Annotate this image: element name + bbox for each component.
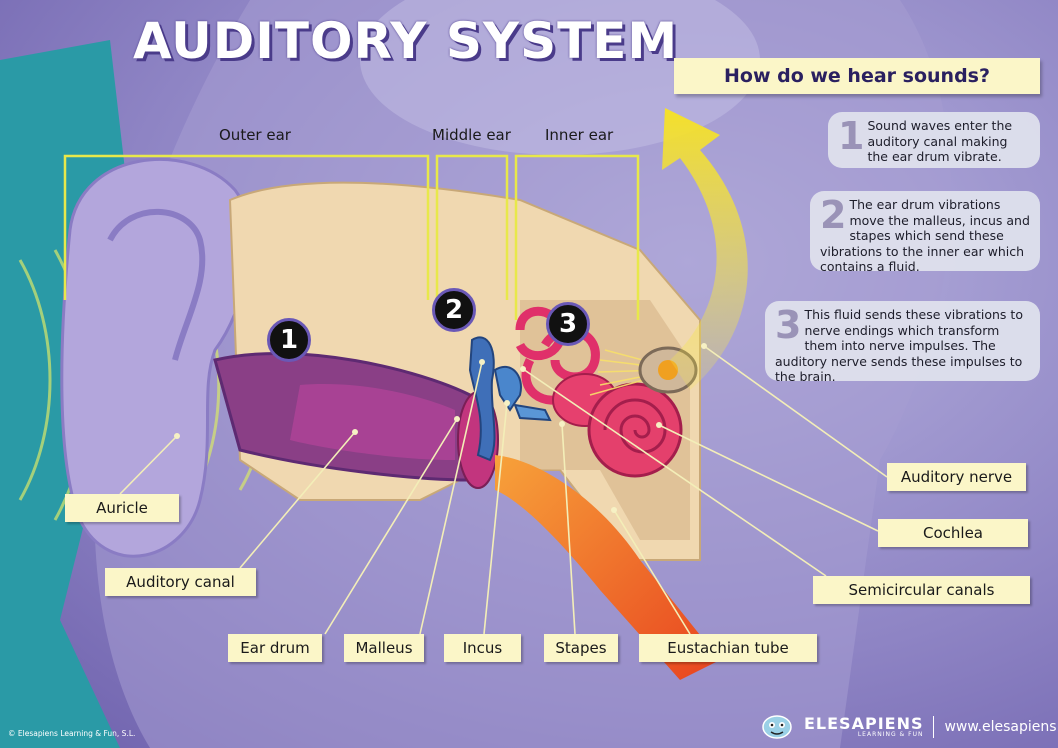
- eustachian-shape: [495, 455, 720, 680]
- mascot-icon: [762, 715, 792, 739]
- brand-block: ELESAPIENS LEARNING & FUN: [804, 716, 923, 738]
- middle-ear-label: Middle ear: [432, 126, 511, 144]
- step-box-3: 3 This fluid sends these vibrations to n…: [765, 301, 1040, 384]
- inner-ear-bracket: [514, 154, 640, 320]
- step-badge-3: 3: [546, 302, 590, 346]
- question-banner: How do we hear sounds?: [674, 58, 1040, 94]
- incus-shape: [493, 365, 522, 412]
- leader-dots: [174, 343, 707, 513]
- step-text-2: The ear drum vibrations move the malleus…: [820, 197, 1030, 274]
- step-badge-2: 2: [432, 288, 476, 332]
- leader-lines: [119, 345, 888, 635]
- label-eustachian-tube: Eustachian tube: [639, 634, 817, 662]
- malleus-shape: [468, 336, 496, 462]
- step-number-3: 3: [775, 303, 802, 347]
- label-stapes: Stapes: [544, 634, 618, 662]
- label-malleus: Malleus: [344, 634, 424, 662]
- section-brackets: [63, 154, 640, 320]
- footer-divider: [933, 716, 935, 738]
- middle-ear-bracket: [435, 154, 509, 300]
- step-number-2: 2: [820, 193, 847, 237]
- brand-tagline: LEARNING & FUN: [857, 731, 924, 738]
- outer-ear-label: Outer ear: [219, 126, 291, 144]
- footer: ELESAPIENS LEARNING & FUN www.elesapiens…: [760, 712, 1058, 742]
- label-auricle: Auricle: [65, 494, 179, 522]
- inner-ear-label: Inner ear: [545, 126, 614, 144]
- label-auditory-canal: Auditory canal: [105, 568, 256, 596]
- step-number-1: 1: [838, 114, 865, 158]
- label-cochlea: Cochlea: [878, 519, 1028, 547]
- brand-name: ELESAPIENS: [804, 714, 924, 733]
- step-text-1: Sound waves enter the auditory canal mak…: [867, 118, 1013, 164]
- outer-ear-bracket: [63, 154, 430, 300]
- cochlea-shape: [587, 382, 683, 478]
- step-badge-1: 1: [267, 318, 311, 362]
- brain-shape: [360, 0, 760, 155]
- label-semicircular-canals: Semicircular canals: [813, 576, 1030, 604]
- footer-url[interactable]: www.elesapiens.com: [944, 719, 1058, 735]
- label-incus: Incus: [444, 634, 521, 662]
- step-box-2: 2 The ear drum vibrations move the malle…: [810, 191, 1040, 274]
- copyright-text: © Elesapiens Learning & Fun, S.L.: [8, 729, 136, 738]
- label-auditory-nerve: Auditory nerve: [887, 463, 1026, 491]
- step-box-1: 1 Sound waves enter the auditory canal m…: [828, 112, 1040, 168]
- signal-arrow: [662, 108, 748, 390]
- label-ear-drum: Ear drum: [228, 634, 322, 662]
- stapes-shape: [513, 403, 552, 422]
- page-title: AUDITORY SYSTEM: [133, 12, 679, 70]
- step-text-3: This fluid sends these vibrations to ner…: [775, 307, 1023, 384]
